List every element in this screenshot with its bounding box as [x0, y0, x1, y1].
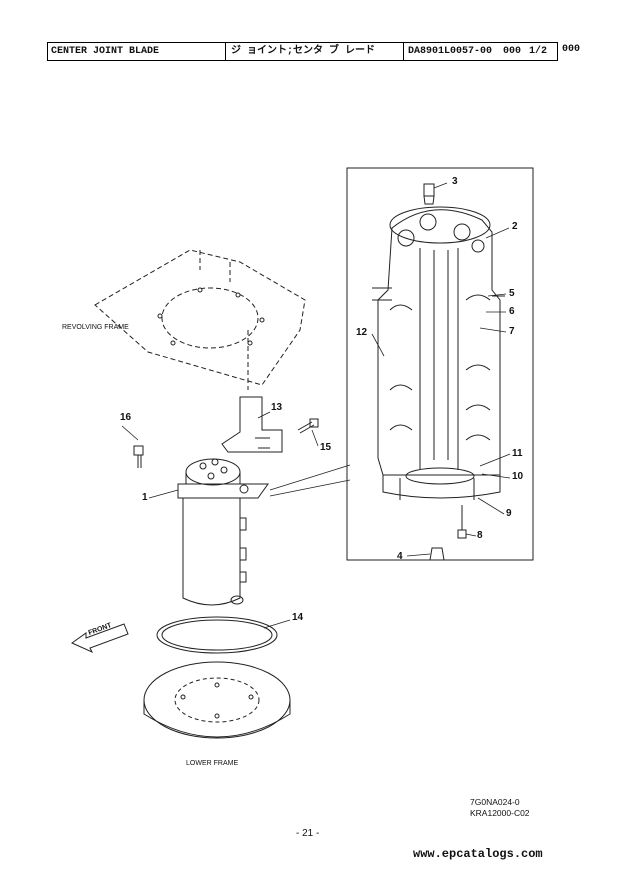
callout-4: 4 — [397, 551, 403, 562]
page-of: 1/2 — [529, 46, 548, 57]
callout-15: 15 — [320, 442, 332, 453]
callout-9: 9 — [506, 508, 512, 519]
callout-11: 11 — [512, 448, 523, 459]
lower-frame-label: LOWER FRAME — [186, 760, 239, 767]
callout-1: 1 — [142, 492, 148, 503]
part-code: DA8901L0057-00 — [408, 46, 493, 57]
figure-ref: 7G0NA024-0 — [470, 797, 520, 807]
divider — [225, 43, 226, 60]
callout-10: 10 — [512, 471, 524, 482]
callout-2: 2 — [512, 221, 518, 232]
divider — [403, 43, 404, 60]
doc-ref: KRA12000-C02 — [470, 808, 530, 818]
page-number: - 21 - — [296, 828, 320, 839]
callout-14: 14 — [292, 612, 304, 623]
callout-6: 6 — [509, 306, 515, 317]
seq-number: 000 — [503, 46, 522, 57]
callout-12: 12 — [356, 327, 368, 338]
callout-5: 5 — [509, 288, 515, 299]
title-kana: ジ ョイント;センタ ブ レード — [231, 46, 376, 57]
revolving-frame-outline — [94, 249, 306, 390]
watermark: www.epcatalogs.com — [413, 847, 543, 861]
title-en: CENTER JOINT BLADE — [51, 46, 160, 57]
callout-3: 3 — [452, 176, 458, 187]
callout-8: 8 — [477, 530, 483, 541]
callout-7: 7 — [509, 326, 515, 337]
revolving-frame-label: REVOLVING FRAME — [62, 324, 129, 331]
callout-16: 16 — [120, 412, 132, 423]
parts-header: CENTER JOINT BLADE ジ ョイント;センタ ブ レード DA89… — [47, 42, 558, 61]
callout-13: 13 — [271, 402, 283, 413]
revision: 000 — [562, 44, 581, 55]
